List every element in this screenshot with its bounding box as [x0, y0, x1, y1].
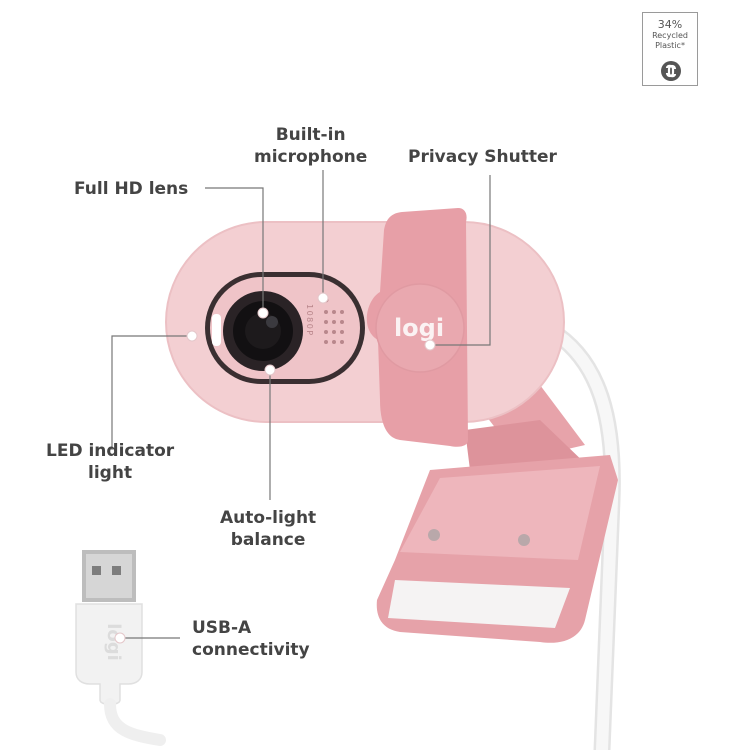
- microphone-callout: Built-in microphone: [254, 124, 367, 168]
- badge-line1: Recycled: [652, 31, 688, 40]
- badge-line2: Plastic*: [655, 41, 685, 50]
- lens-callout: Full HD lens: [74, 179, 189, 199]
- microphone-callout-line2: microphone: [254, 147, 368, 167]
- callout-dots: [114, 292, 436, 644]
- led-indicator: [212, 314, 221, 346]
- usb-brand-logo: logi: [103, 623, 124, 661]
- autolight-callout: Auto-light balance: [220, 507, 316, 551]
- usb-callout: USB-A connectivity: [192, 617, 310, 661]
- led-callout-line1: LED indicator: [46, 441, 175, 461]
- shutter-disc: [376, 284, 464, 372]
- badge-percent: 34%: [657, 18, 683, 31]
- brand-logo: logi: [394, 314, 444, 342]
- usb-callout-line1: USB-A: [192, 618, 252, 638]
- led-callout: LED indicator light: [46, 440, 174, 484]
- autolight-callout-line1: Auto-light: [220, 508, 317, 528]
- resolution-label: 1080P: [305, 304, 314, 337]
- recycled-plastic-badge: 34% Recycled Plastic*: [642, 12, 698, 86]
- recycle-loop-icon: [661, 61, 681, 81]
- microphone-callout-line1: Built-in: [275, 125, 346, 145]
- callout-lines: [111, 170, 491, 639]
- usb-a-plug: logi: [75, 550, 166, 746]
- clip-screw: [518, 534, 530, 546]
- autolight-callout-line2: balance: [230, 530, 306, 550]
- usb-callout-line2: connectivity: [192, 640, 310, 660]
- privacy-shutter-callout: Privacy Shutter: [408, 147, 557, 167]
- led-callout-line2: light: [88, 463, 133, 483]
- clip-screw: [428, 529, 440, 541]
